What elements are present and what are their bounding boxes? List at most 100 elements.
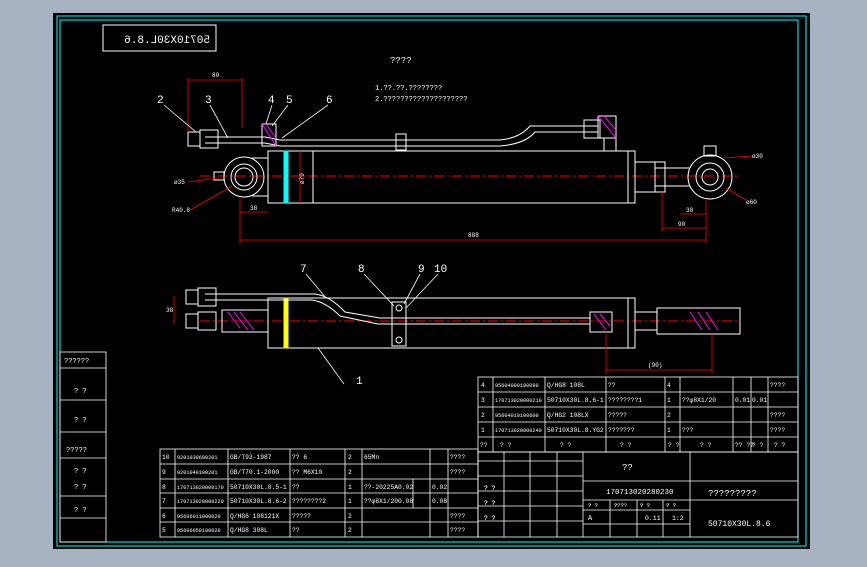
bom-lower-code-2: 170713020000170 [177, 485, 224, 491]
tb-scale-letter: A [588, 515, 593, 523]
bom-lower-std-5: Q/HG8 308L [230, 527, 268, 534]
bom-lower-std-2: 50710X30L.8.5-1 [230, 484, 287, 491]
tb-sign-label-2: ? ? [484, 515, 496, 522]
leader-10 [405, 273, 439, 309]
cyan-weld-top [283, 150, 289, 204]
tb-small-label-2: ? ? [640, 502, 650, 509]
tb-small-label-6: ? ? [640, 502, 650, 509]
bom-lower-std-4: Q/HG6 108121X [230, 513, 279, 520]
bom-upper-header-8: ? ? [774, 442, 786, 449]
hatch-rear-bottom [227, 311, 255, 331]
bottom-balloon-leaders [305, 273, 439, 385]
bom-upper-w2-1: 0.01 [752, 397, 767, 404]
pipe-clamp-top [395, 133, 407, 151]
fitting-right-1 [583, 119, 601, 139]
balloon-6: 6 [326, 95, 333, 107]
bom-upper-qty-0: 4 [667, 382, 671, 389]
pipe-top2 [205, 131, 598, 147]
bom-lower-qty-2: 1 [348, 484, 352, 491]
tb-drawing-number: 50710X30L.8.6 [708, 520, 771, 529]
bom-lower-qty-5: 2 [348, 527, 352, 534]
side-label-3: ????? [66, 447, 87, 455]
top-dimension-text: 80 888 38 38 90 ø70 ø35 R40.8 ø30 ø60 [172, 72, 763, 239]
leader-5 [271, 104, 289, 127]
leader-3 [209, 104, 229, 139]
bom-upper-header-0: ?? [480, 442, 488, 449]
note-2: 2.???????????????????? [375, 96, 467, 104]
bom-upper-mat-3: ??? [682, 427, 694, 434]
dim-bore-text: ø70 [299, 173, 306, 184]
leader-4 [265, 104, 273, 125]
bom-upper-qty-1: 1 [667, 397, 671, 404]
bottom-view [185, 287, 741, 349]
bom-upper-std-1: 50710X30L.8.6-1 [547, 397, 604, 404]
fitting-bl-2 [197, 287, 217, 307]
tb-company: ????????? [708, 489, 757, 499]
bom-upper-no-3: 1 [481, 427, 485, 434]
bom-upper-std-2: Q/HG2 108LX [547, 412, 589, 419]
bom-upper-name-1: ????????1 [608, 397, 642, 404]
bom-lower-mat-0: 65Mn [364, 454, 379, 461]
leader-6 [281, 104, 329, 139]
bom-lower-name-5: ?? [292, 527, 300, 534]
bom-upper-code-2: 95604010100600 [495, 413, 539, 419]
dim-top-left: 80 [212, 72, 220, 79]
bom-lower-note-5: ???? [450, 527, 465, 534]
dim-pin-label-text: R40.8 [172, 207, 190, 214]
bom-lower-code-0: 9201030600201 [177, 455, 217, 461]
bom-upper-header-2: ? ? [560, 442, 572, 449]
dim-right-circle-text: ø60 [746, 199, 757, 206]
front-eye-pin [701, 168, 719, 186]
front-eye-inner [695, 162, 725, 192]
bom-lower-note-0: ???? [450, 454, 465, 461]
bom-lower-mat-3: ??φ8X1/20 [364, 498, 398, 505]
bom-lower-std-1: GB/T70.1-2000 [230, 469, 279, 476]
bom-lower-no-0: 10 [162, 454, 170, 461]
dim-right-short-text: 38 [686, 207, 694, 214]
title-block-frame [477, 451, 799, 538]
leader-pin-left [187, 177, 219, 183]
bom-lower-no-5: 5 [162, 527, 166, 534]
bom-lower-qty-0: 2 [348, 454, 352, 461]
bom-lower-code-3: 170713020000220 [177, 499, 224, 505]
dim-bottom-left-text: 38 [166, 307, 174, 314]
fitting-left-2 [199, 129, 219, 149]
mirrored-title-box [102, 24, 217, 52]
balloon-7: 7 [300, 264, 307, 276]
fitting-bl-4 [197, 311, 217, 331]
balloon-9: 9 [418, 264, 425, 276]
top-dimensions [187, 78, 753, 244]
balloon-3: 3 [205, 95, 212, 107]
tb-part-name: ?? [622, 463, 633, 473]
tb-sign-label-5: ? ? [484, 515, 496, 522]
dim-length: 888 [468, 232, 479, 239]
balloon-10: 10 [434, 264, 447, 276]
dim-bottom-right-text: (90) [648, 362, 662, 369]
leader-right-pin [723, 155, 753, 159]
side-column [59, 351, 107, 543]
tb-small-label-3: ? ? [666, 502, 676, 509]
outer-frame [56, 15, 807, 547]
bom-lower-name-3: ????????2 [292, 498, 326, 505]
hatch-left-fitting [261, 123, 277, 147]
dim-right-lower-text: 90 [678, 221, 686, 228]
tb-small-label-0: ? ? [588, 502, 598, 509]
bom-upper-header-6: ?? ?? [735, 442, 754, 449]
bom-upper-qty-3: 1 [667, 427, 671, 434]
tb-sign-label-3: ? ? [484, 485, 496, 492]
side-label-5: ? ? [74, 484, 87, 492]
dim-left-short-text: 38 [250, 205, 258, 212]
hatch-front-clevis [689, 311, 719, 331]
leader-2 [163, 104, 197, 133]
bom-upper-std-0: Q/HG8 108L [547, 382, 585, 389]
bom-lower-note-1: ???? [450, 469, 465, 476]
note-1: 1.??.??.???????? [375, 85, 442, 93]
front-clevis-bottom [656, 307, 741, 335]
bom-lower-name-2: ?? [292, 484, 300, 491]
mirrored-title: 50710X30L.8.6 [124, 35, 210, 47]
bom-upper-header-3: ? ? [620, 442, 632, 449]
bom-lower-mat-2: ??-20225A [364, 484, 398, 491]
pipe-top [205, 125, 598, 141]
tables [159, 376, 799, 538]
